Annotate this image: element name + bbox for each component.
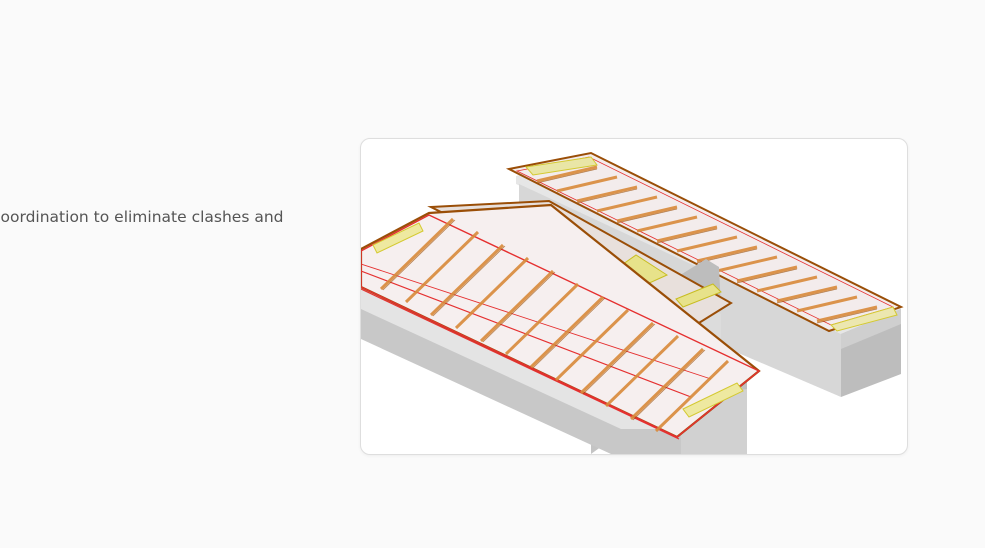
model-image-card (360, 138, 908, 455)
description-line-2: . (0, 230, 312, 256)
left-building (361, 203, 761, 454)
feature-text: n coordination to eliminate clashes and … (0, 0, 340, 548)
description-line-1: coordination to eliminate clashes and (0, 208, 284, 226)
section-description: coordination to eliminate clashes and . (0, 204, 312, 256)
roof-framing-model-image (361, 151, 904, 454)
